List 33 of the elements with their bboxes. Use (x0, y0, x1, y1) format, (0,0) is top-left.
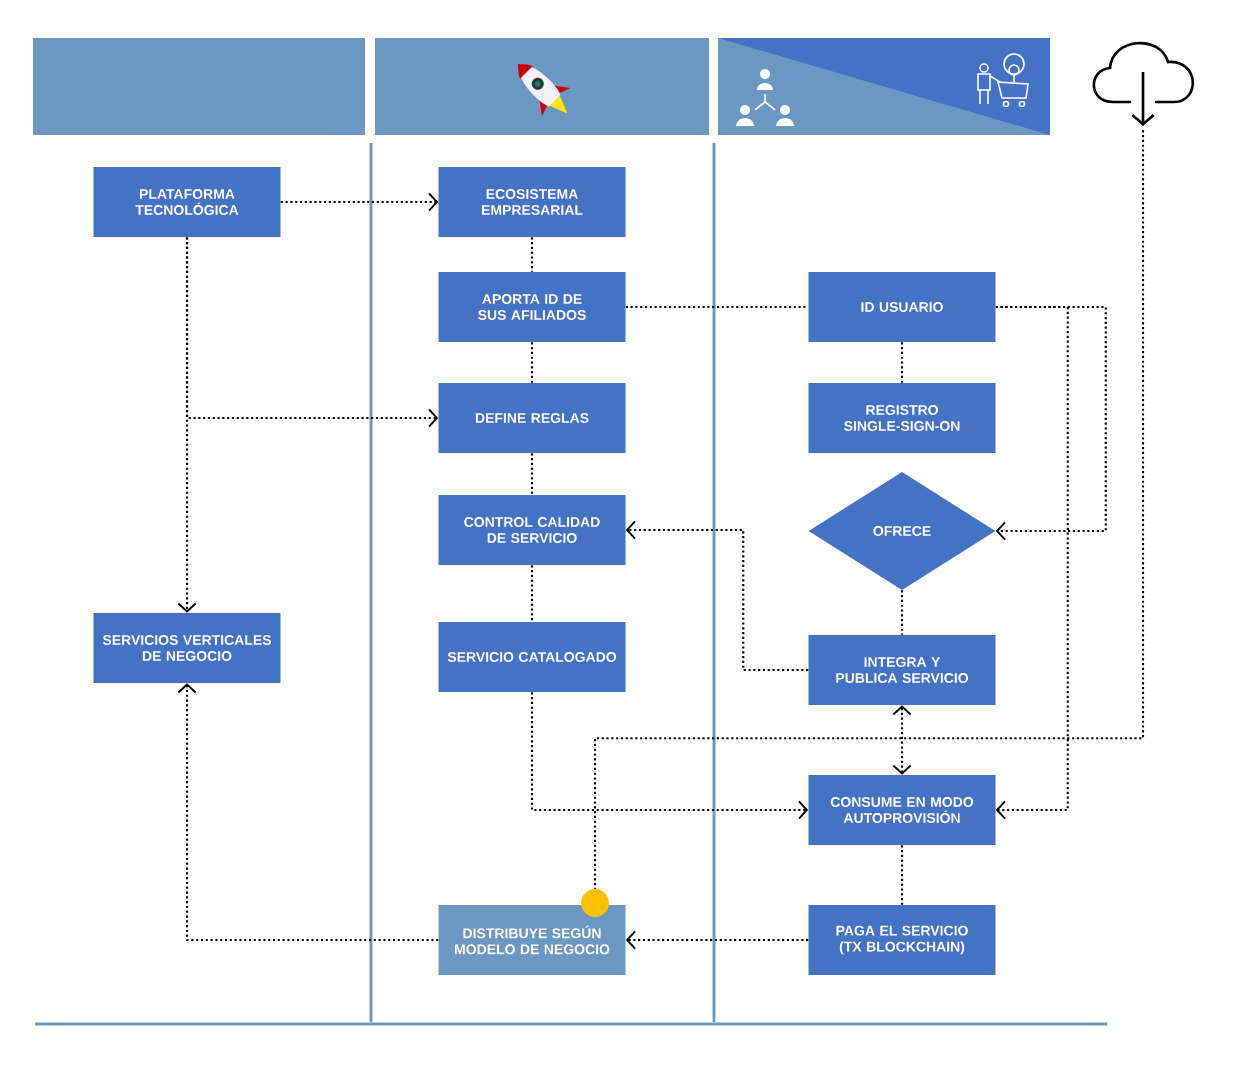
marker-dot (581, 889, 609, 917)
process-box: INTEGRA Y PUBLICA SERVICIO (808, 635, 996, 705)
connector (900, 342, 904, 383)
connector (995, 305, 1069, 820)
process-box: CONSUME EN MODO AUTOPROVISIÓN (808, 775, 996, 845)
connector (280, 192, 439, 212)
connector (530, 453, 534, 495)
connector (892, 705, 912, 775)
connector (900, 845, 904, 905)
process-box: REGISTRO SINGLE-SIGN-ON (808, 383, 996, 453)
process-box: APORTA ID DE SUS AFILIADOS (438, 272, 626, 342)
process-box: PLATAFORMA TECNOLÓGICA (93, 167, 281, 237)
process-box: CONTROL CALIDAD DE SERVICIO (438, 495, 626, 565)
connector (530, 692, 809, 820)
process-box: SERVICIOS VERTICALES DE NEGOCIO (93, 613, 281, 683)
process-box: DEFINE REGLAS (438, 383, 626, 453)
connector (593, 130, 1145, 889)
connector (995, 305, 1107, 541)
connector (177, 683, 439, 942)
cloud-download-icon (1092, 41, 1195, 126)
connector (530, 565, 534, 622)
connector (625, 520, 809, 672)
process-box: ECOSISTEMA EMPRESARIAL (438, 167, 626, 237)
connector (900, 590, 904, 635)
connector (530, 237, 534, 272)
connector (185, 237, 439, 428)
connector (625, 930, 809, 950)
process-box: DISTRIBUYE SEGÚN MODELO DE NEGOCIO (438, 905, 626, 975)
process-box: PAGA EL SERVICIO (TX BLOCKCHAIN) (808, 905, 996, 975)
process-box: ID USUARIO (808, 272, 996, 342)
connector (530, 342, 534, 383)
connector (625, 305, 809, 309)
process-box: SERVICIO CATALOGADO (438, 622, 626, 692)
